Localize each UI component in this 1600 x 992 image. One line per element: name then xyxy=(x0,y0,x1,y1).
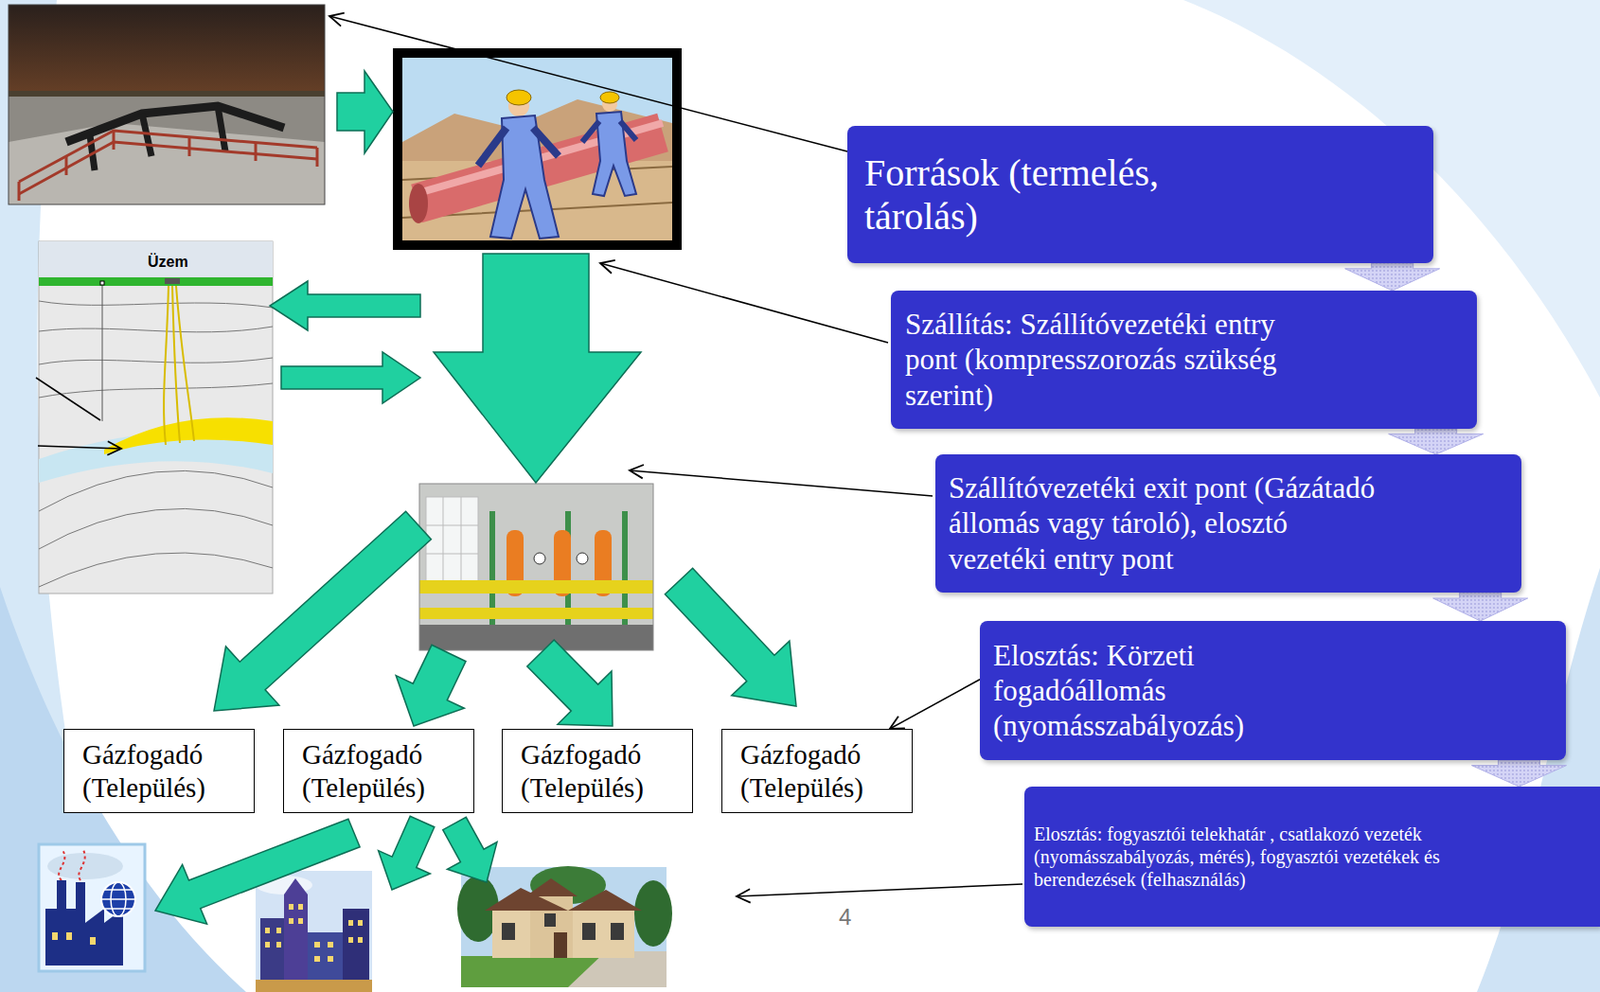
station-photo xyxy=(419,483,654,651)
city-icon xyxy=(255,871,373,992)
box-text: Gázfogadó (Település) xyxy=(82,738,249,805)
pipeline-workers-clipart xyxy=(397,53,677,246)
wellsite-photo xyxy=(8,123,325,205)
box-text: Szállítóvezetéki exit pont (Gázátadó áll… xyxy=(948,470,1377,577)
receiver-box: Gázfogadó (Település) xyxy=(283,728,475,814)
underground-storage-section xyxy=(38,277,273,286)
flow-arrow xyxy=(281,352,421,404)
station-photo xyxy=(426,497,479,583)
station-photo xyxy=(533,552,546,565)
flow-arrow xyxy=(527,640,613,727)
pipeline-workers-clipart xyxy=(582,121,637,143)
underground-storage-section xyxy=(38,241,273,278)
wellsite-photo xyxy=(18,130,318,201)
house-photo xyxy=(568,889,642,911)
box-text: Gázfogadó (Település) xyxy=(520,738,687,805)
flow-arrow xyxy=(443,817,498,883)
house-photo xyxy=(553,932,568,959)
underground-storage-section xyxy=(35,241,273,594)
box-text: Gázfogadó (Település) xyxy=(302,738,468,805)
flow-arrow xyxy=(664,568,797,707)
stage-box: Szállítás: Szállítóvezetéki entry pont (… xyxy=(890,290,1477,429)
city-icon xyxy=(265,904,363,962)
wellsite-photo xyxy=(8,4,325,205)
station-photo xyxy=(426,497,479,583)
pipeline-workers-clipart xyxy=(600,91,620,104)
flow-chevron xyxy=(1471,760,1566,787)
wellsite-photo xyxy=(18,130,318,182)
underground-storage-section xyxy=(100,281,105,285)
factory-icon xyxy=(38,844,145,972)
wellsite-photo xyxy=(8,90,325,97)
flow-arrow xyxy=(155,818,360,925)
underground-storage-section xyxy=(163,285,195,445)
receiver-box: Gázfogadó (Település) xyxy=(501,728,694,814)
city-icon xyxy=(284,878,308,895)
factory-icon xyxy=(38,844,145,972)
underground-storage-section xyxy=(38,241,273,594)
underground-storage-section xyxy=(104,417,273,455)
station-photo xyxy=(419,624,654,651)
pipeline-workers-clipart xyxy=(506,89,532,106)
city-icon xyxy=(284,894,308,992)
factory-icon xyxy=(89,937,96,945)
house-photo xyxy=(634,880,673,947)
stage-box: Szállítóvezetéki exit pont (Gázátadó áll… xyxy=(935,454,1522,593)
underground-storage-section xyxy=(35,377,122,449)
factory-icon xyxy=(101,882,136,917)
receiver-box: Gázfogadó (Település) xyxy=(63,728,255,814)
station-photo xyxy=(419,607,654,620)
receiver-box: Gázfogadó (Település) xyxy=(721,728,913,814)
house-photo xyxy=(525,878,578,897)
station-photo xyxy=(419,580,654,594)
leader-line xyxy=(329,16,848,152)
flow-arrow xyxy=(337,71,393,154)
flow-arrow xyxy=(378,816,435,890)
box-text: Gázfogadó (Település) xyxy=(740,738,907,805)
station-photo xyxy=(419,483,654,651)
wellsite-photo xyxy=(8,4,325,205)
plant-label: Üzem xyxy=(147,253,189,271)
leader-arrow xyxy=(889,679,980,729)
stage-box: Elosztás: fogyasztói telekhatár , csatla… xyxy=(1024,786,1600,927)
city-icon xyxy=(255,871,373,992)
underground-storage-section xyxy=(38,470,273,587)
leader-line xyxy=(736,884,1023,897)
city-icon xyxy=(342,908,370,992)
underground-storage-section xyxy=(38,301,273,398)
page-number: 4 xyxy=(838,904,852,931)
station-photo xyxy=(419,483,654,651)
factory-icon xyxy=(101,889,136,909)
pipeline-workers-clipart xyxy=(478,127,559,166)
flow-chevron xyxy=(1433,592,1529,622)
underground-storage-section xyxy=(102,284,104,422)
wellsite-photo xyxy=(18,142,318,195)
flow-arrow xyxy=(269,281,421,331)
flow-arrow xyxy=(433,253,641,483)
box-text: Elosztás: Körzeti fogadóállomás (nyomáss… xyxy=(993,638,1316,745)
station-photo xyxy=(576,552,588,565)
city-icon xyxy=(255,979,373,992)
box-text: Elosztás: fogyasztói telekhatár , csatla… xyxy=(1033,822,1445,891)
stage-box: Források (termelés, tárolás) xyxy=(847,125,1434,264)
leader-line xyxy=(629,470,933,497)
stage-box: Elosztás: Körzeti fogadóállomás (nyomáss… xyxy=(979,621,1566,761)
flow-arrow xyxy=(395,644,466,727)
box-text: Szállítás: Szállítóvezetéki entry pont (… xyxy=(905,306,1327,413)
pipeline-workers-clipart xyxy=(397,53,677,246)
box-text: Források (termelés, tárolás) xyxy=(864,151,1244,239)
leader-line xyxy=(600,263,889,343)
pipeline-workers-clipart xyxy=(408,183,428,224)
factory-icon xyxy=(52,932,58,941)
wellsite-photo xyxy=(8,94,325,205)
underground-storage-section xyxy=(164,278,180,285)
wellsite-photo xyxy=(8,4,325,205)
factory-icon xyxy=(66,932,72,941)
flow-chevron xyxy=(1345,263,1440,291)
factory-icon xyxy=(58,850,86,881)
pipeline-workers-clipart xyxy=(397,53,677,246)
flow-chevron xyxy=(1388,428,1484,455)
house-photo xyxy=(457,866,673,988)
